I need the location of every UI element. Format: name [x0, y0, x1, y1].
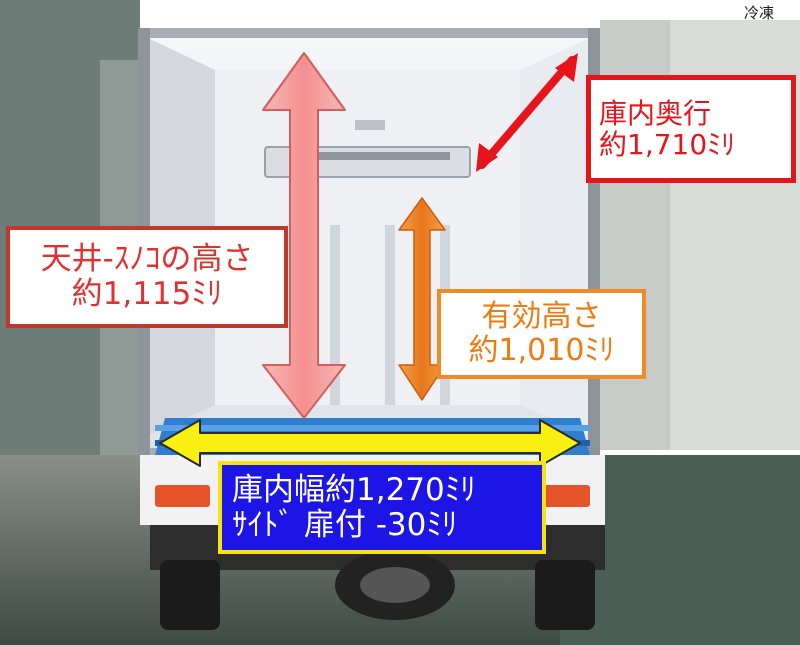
- depth-callout-title: 庫内奥行: [599, 96, 712, 130]
- width-arrow: [159, 419, 581, 467]
- effective-height-callout-title: 有効高さ: [481, 299, 602, 335]
- effective-height-arrow: [398, 197, 446, 401]
- ceiling-height-callout-title: 天井-ｽﾉｺの高さ: [40, 241, 254, 278]
- depth-callout: 庫内奥行 約1,710ﾐﾘ: [586, 75, 796, 183]
- ceiling-height-arrow: [262, 52, 346, 419]
- ceiling-height-callout-value: 約1,115ﾐﾘ: [71, 276, 223, 312]
- interior-width-callout-title: 庫内幅約1,270ﾐﾘ: [232, 471, 476, 508]
- interior-width-callout: 庫内幅約1,270ﾐﾘ ｻｲﾄﾞ 扉付 -30ﾐﾘ: [218, 461, 546, 554]
- ceiling-height-callout: 天井-ｽﾉｺの高さ 約1,115ﾐﾘ: [6, 226, 288, 328]
- effective-height-callout-value: 約1,010ﾐﾘ: [468, 333, 615, 368]
- top-right-caption: 冷凍: [744, 4, 775, 22]
- depth-callout-value: 約1,710ﾐﾘ: [599, 128, 736, 161]
- depth-arrow: [476, 53, 578, 172]
- interior-width-callout-note: ｻｲﾄﾞ 扉付 -30ﾐﾘ: [232, 506, 458, 543]
- effective-height-callout: 有効高さ 約1,010ﾐﾘ: [437, 289, 646, 379]
